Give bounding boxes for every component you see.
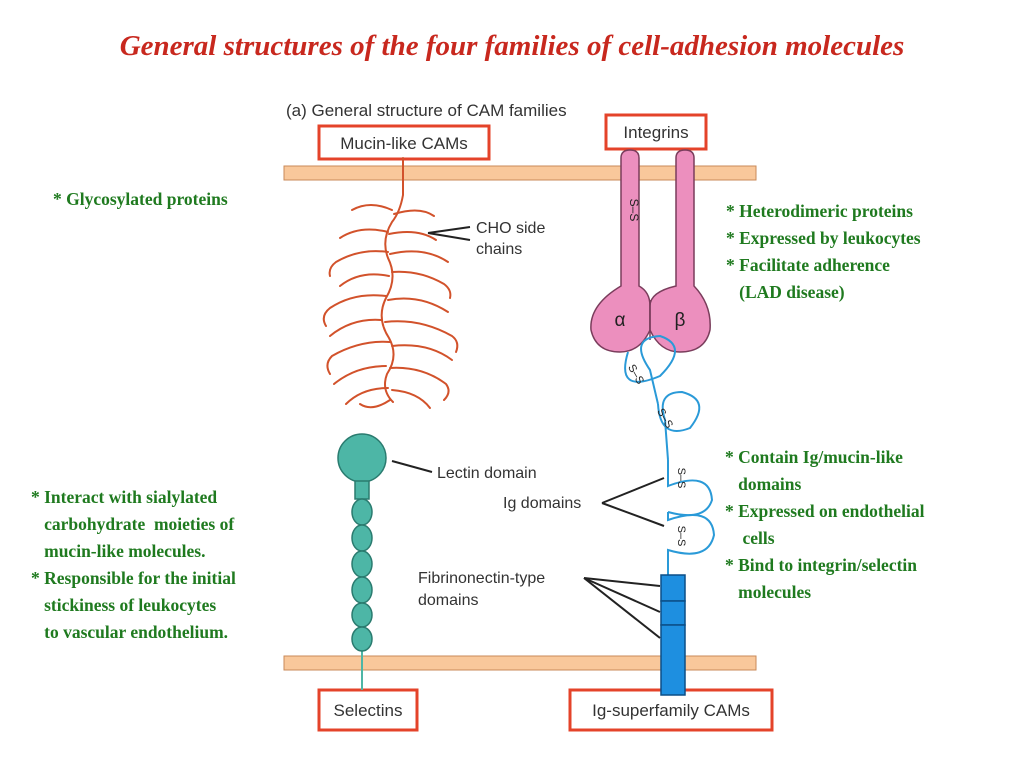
selectins-box: Selectins <box>317 688 419 732</box>
note-selectin: * Interact with sialylated carbohydrate … <box>31 484 236 646</box>
fibronectin-label-line1: Fibrinonectin-type <box>418 570 545 587</box>
lectin-pointer <box>391 460 433 473</box>
note-line: molecules <box>725 582 812 602</box>
cho-pointer-lower <box>427 232 471 241</box>
note-line: * Expressed by leukocytes <box>726 228 921 248</box>
note-mucin: * Glycosylated proteins <box>53 186 228 213</box>
integrins-box: Integrins <box>604 113 708 151</box>
integrins-label: Integrins <box>623 123 688 142</box>
mucin-label: Mucin-like CAMs <box>340 134 468 153</box>
note-integrin: * Heterodimeric proteins * Expressed by … <box>726 198 921 306</box>
ig-pointer-upper <box>601 477 665 504</box>
note-line: domains <box>725 474 802 494</box>
selectin-repeat-domain <box>351 550 373 578</box>
note-line: to vascular endothelium. <box>31 622 229 642</box>
note-line: cells <box>725 528 775 548</box>
ig-pointer-lower <box>601 502 665 527</box>
selectin-molecule <box>337 433 387 690</box>
ig-loops <box>624 334 716 576</box>
igsf-box: Ig-superfamily CAMs <box>568 688 774 732</box>
note-line: stickiness of leukocytes <box>31 595 217 615</box>
figure-caption: (a) General structure of CAM families <box>286 101 567 120</box>
note-line: * Interact with sialylated <box>31 487 218 507</box>
ig-disulfide-4: S–S <box>675 526 687 547</box>
igsf-label: Ig-superfamily CAMs <box>592 701 750 720</box>
mucin-cam <box>322 157 459 409</box>
integrin-heterodimer: α β S–S <box>590 149 711 353</box>
note-line: * Heterodimeric proteins <box>726 201 913 221</box>
selectins-label: Selectins <box>334 701 403 720</box>
note-line: carbohydrate moieties of <box>31 514 235 534</box>
note-line: * Glycosylated proteins <box>53 189 228 209</box>
selectin-repeat-domain <box>351 626 373 652</box>
note-line: * Expressed on endothelial <box>725 501 925 521</box>
selectin-repeat-domain <box>351 602 373 628</box>
note-line: * Responsible for the initial <box>31 568 236 588</box>
selectin-repeat-domain <box>351 498 373 526</box>
selectin-egf-domain <box>354 480 370 500</box>
note-igsf: * Contain Ig/mucin-like domains * Expres… <box>725 444 925 606</box>
fibronectin-pointer-3 <box>583 577 661 639</box>
mucin-box: Mucin-like CAMs <box>317 124 491 161</box>
selectin-lectin-domain <box>337 433 387 483</box>
ig-disulfide-2: S–S <box>654 406 675 430</box>
fibronectin-label-line2: domains <box>418 592 478 609</box>
note-line: * Facilitate adherence <box>726 255 890 275</box>
slide-title: General structures of the four families … <box>119 30 905 62</box>
integrin-beta-label: β <box>675 310 686 331</box>
integrin-alpha-label: α <box>615 310 626 331</box>
ig-domains-label: Ig domains <box>503 495 581 512</box>
selectin-repeat-domain <box>351 576 373 604</box>
fibronectin-domains <box>660 574 686 696</box>
lectin-label: Lectin domain <box>437 465 537 482</box>
cho-pointer-upper <box>427 226 471 234</box>
selectin-repeat-domain <box>351 524 373 552</box>
note-line: * Bind to integrin/selectin <box>725 555 918 575</box>
note-line: * Contain Ig/mucin-like <box>725 447 903 467</box>
note-line: mucin-like molecules. <box>31 541 206 561</box>
lower-membrane <box>283 655 757 671</box>
note-line: (LAD disease) <box>726 282 845 302</box>
ig-disulfide-3: S–S <box>675 468 687 489</box>
cho-label-line1: CHO side <box>476 220 545 237</box>
integrin-disulfide: S–S <box>627 199 641 222</box>
fibronectin-pointer-1 <box>583 577 661 587</box>
cho-label-line2: chains <box>476 241 522 258</box>
fibronectin-pointer-2 <box>583 577 661 613</box>
ig-disulfide-1: S–S <box>625 362 646 386</box>
